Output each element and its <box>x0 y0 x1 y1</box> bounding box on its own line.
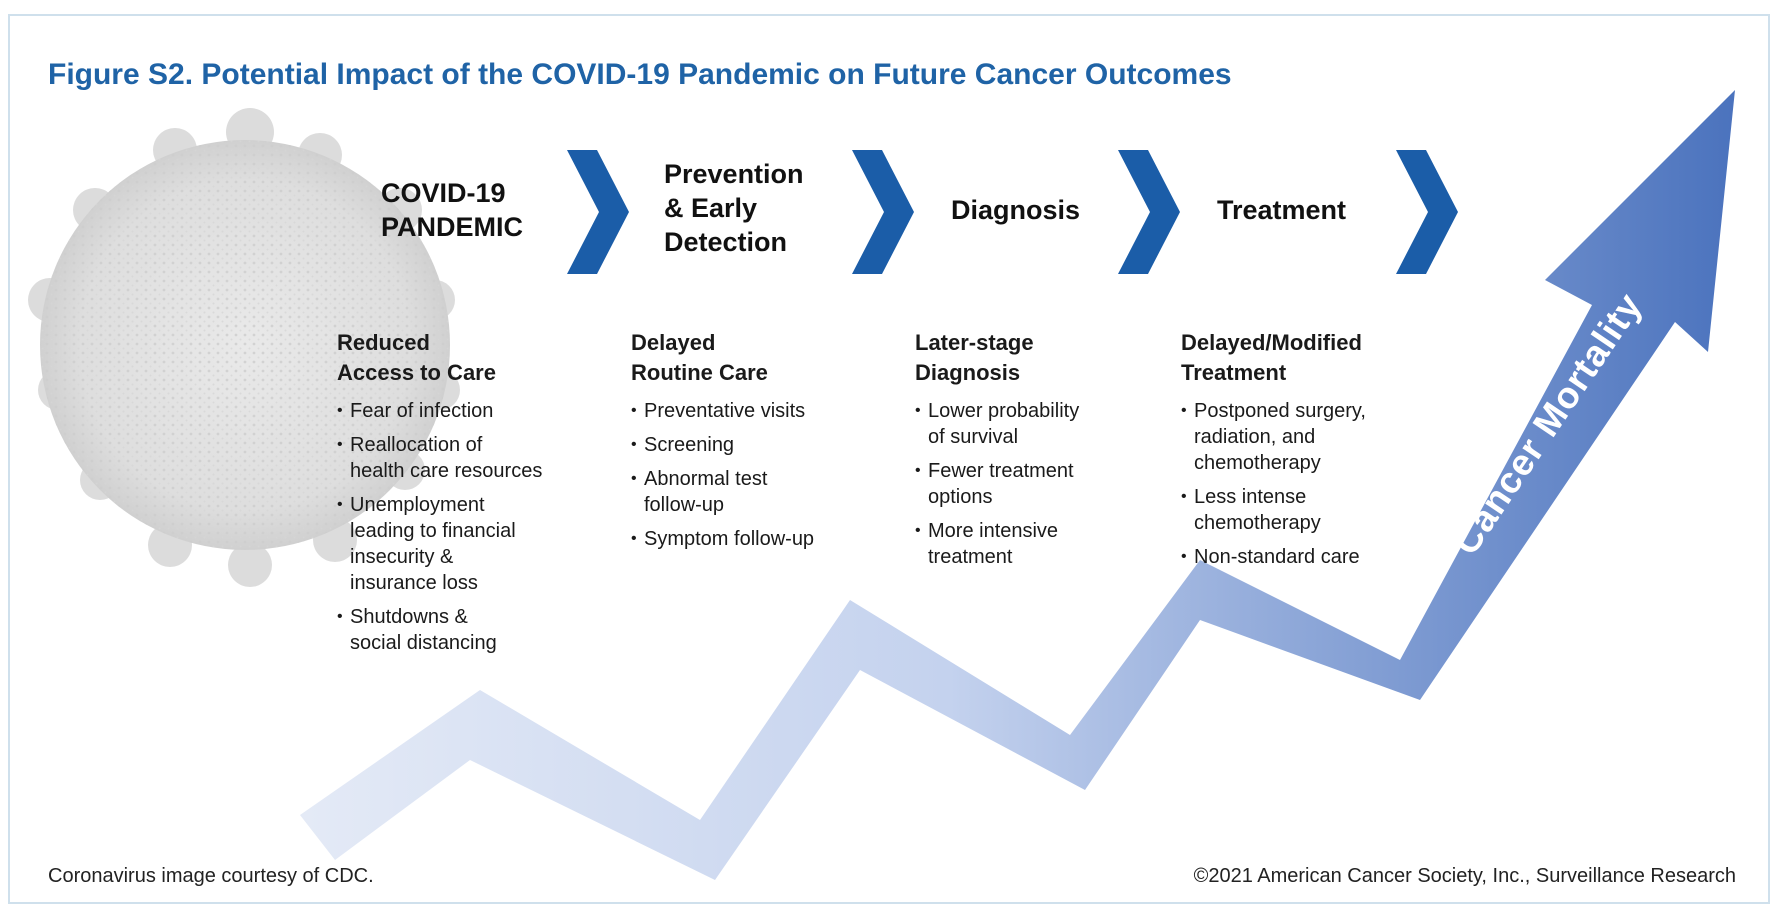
impact-column-delayed-treatment: Delayed/ModifiedTreatmentPostponed surge… <box>1181 328 1444 578</box>
bullet-item: Symptom follow-up <box>631 526 894 552</box>
bullet-item: Fear of infection <box>337 398 600 424</box>
chevron-right-icon <box>567 150 629 274</box>
bullet-item: Non-standard care <box>1181 544 1444 570</box>
stage-treatment: Treatment <box>1217 195 1347 225</box>
stage-diagnosis: Diagnosis <box>951 195 1081 225</box>
impact-column-later-stage-diagnosis: Later-stageDiagnosisLower probabilityof … <box>915 328 1178 578</box>
chevron-right-icon <box>852 150 914 274</box>
bullet-list: Postponed surgery,radiation, andchemothe… <box>1181 398 1444 570</box>
chevron-right-icon <box>1118 150 1180 274</box>
bullet-item: Shutdowns &social distancing <box>337 604 600 656</box>
bullet-item: Screening <box>631 432 894 458</box>
bullet-item: Preventative visits <box>631 398 894 424</box>
copyright-notice: ©2021 American Cancer Society, Inc., Sur… <box>1193 865 1736 887</box>
image-credit: Coronavirus image courtesy of CDC. <box>48 865 374 887</box>
figure-title: Figure S2. Potential Impact of the COVID… <box>48 58 1232 91</box>
bullet-list: Preventative visitsScreeningAbnormal tes… <box>631 398 894 552</box>
cancer-mortality-arrow <box>300 90 1735 880</box>
figure-frame <box>8 14 1770 904</box>
chevron-right-icon <box>1396 150 1458 274</box>
bullet-item: Postponed surgery,radiation, andchemothe… <box>1181 398 1444 476</box>
